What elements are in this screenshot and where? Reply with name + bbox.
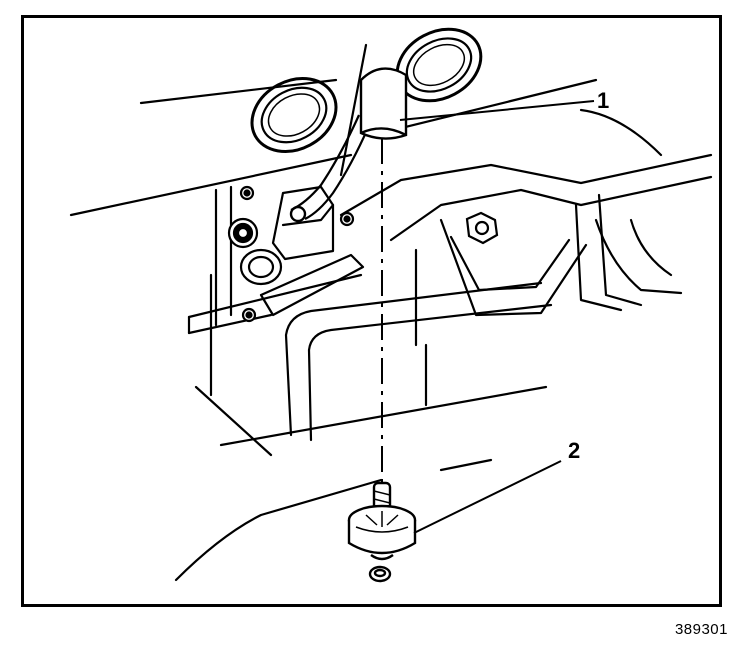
stud-small-3 — [241, 307, 257, 323]
callout-1: 1 — [597, 88, 609, 113]
bolt-left-upper — [227, 217, 259, 249]
body-mount-boss — [359, 67, 408, 140]
callout-2: 2 — [568, 438, 580, 463]
figure-number: 389301 — [674, 621, 728, 638]
hex-nut — [465, 211, 499, 245]
grommets — [250, 27, 483, 153]
grommet-left — [250, 77, 338, 153]
leader-lines — [399, 100, 595, 534]
stud-small-1 — [239, 185, 255, 201]
leader-line-2 — [413, 460, 562, 534]
hose — [289, 114, 373, 223]
rubber-bumper — [347, 481, 417, 583]
fasteners — [227, 185, 499, 323]
bolt-left-lower — [239, 248, 283, 286]
leader-line-1 — [399, 100, 595, 121]
illustration-frame: 1 2 — [21, 15, 722, 607]
frame-border — [21, 15, 722, 607]
stud-small-2 — [339, 211, 355, 227]
